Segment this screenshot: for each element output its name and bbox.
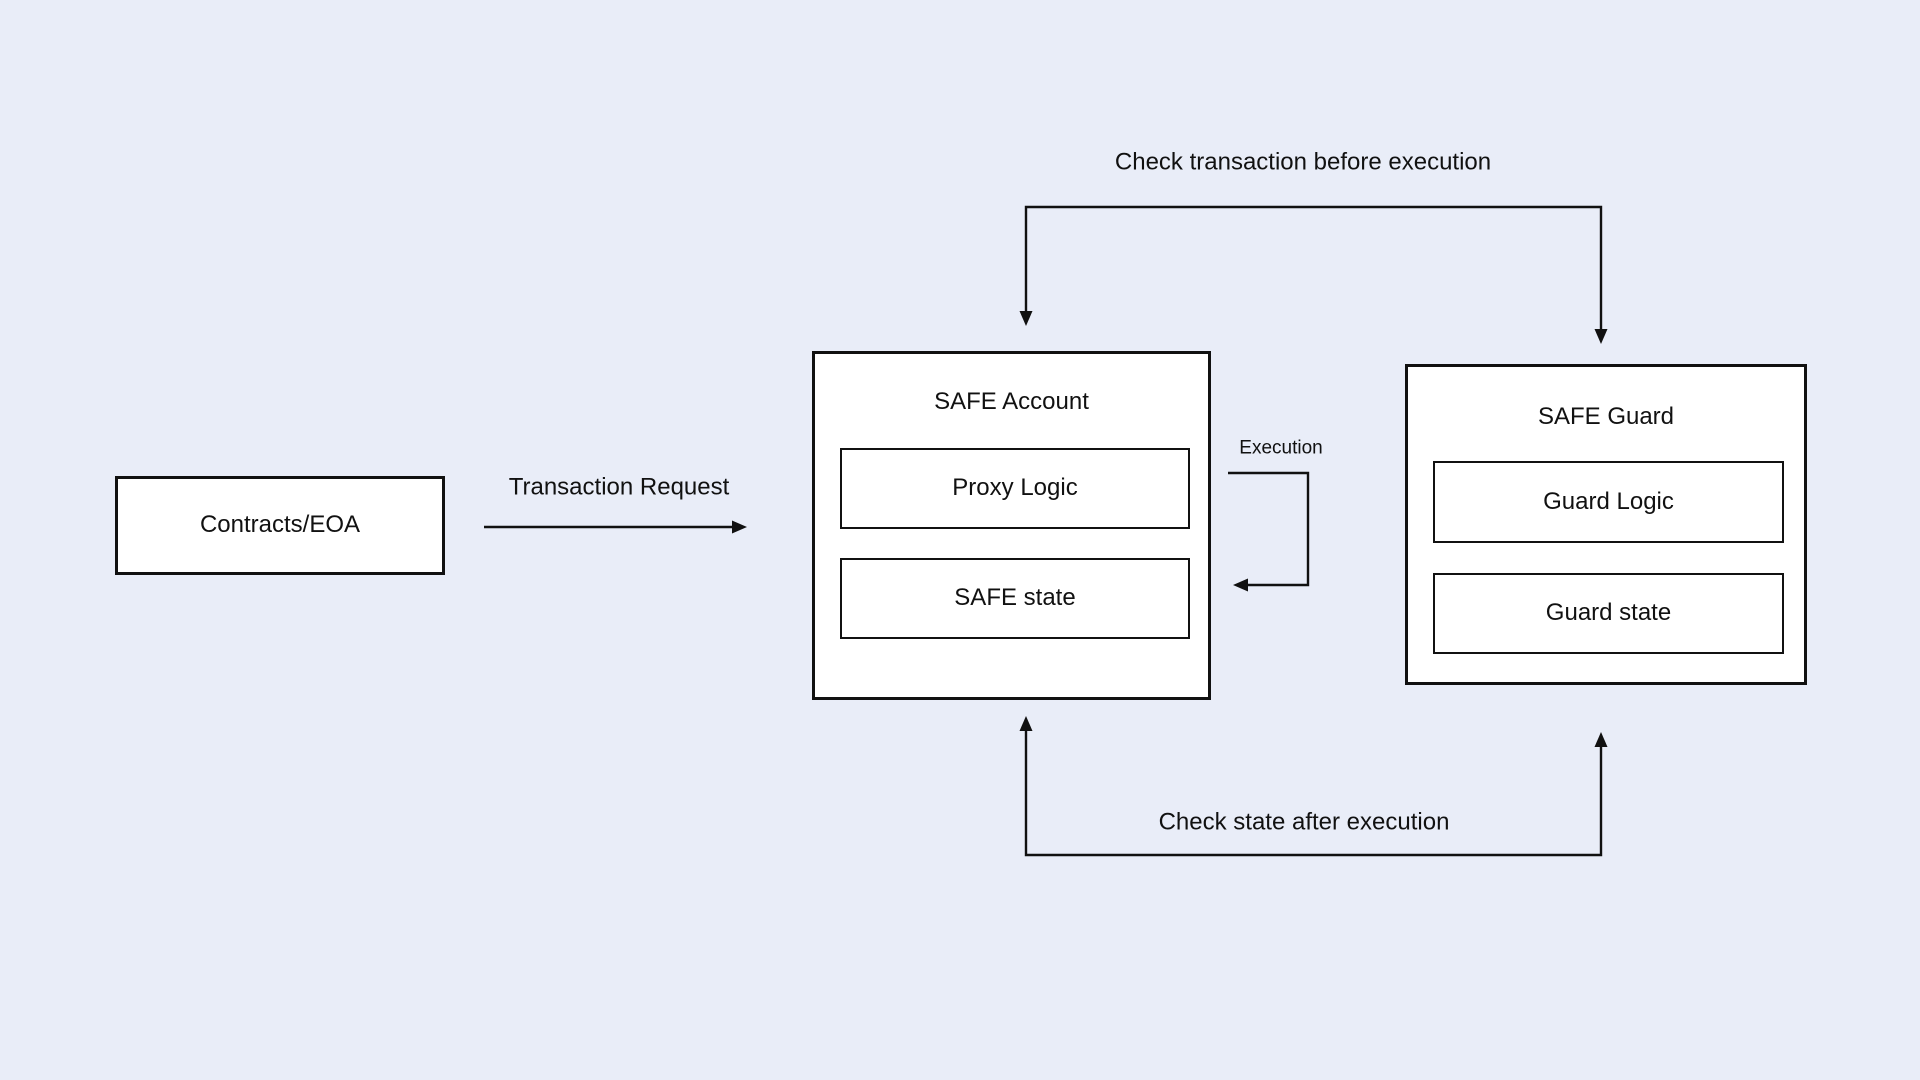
node-guard-logic-label: Guard Logic — [1543, 487, 1674, 515]
execution-label: Execution — [1239, 437, 1323, 459]
node-contracts-eoa-label: Contracts/EOA — [199, 511, 361, 539]
node-safe-guard-title: SAFE Guard — [1537, 403, 1675, 430]
node-safe-guard: SAFE Guard Guard Logic Guard state — [1405, 364, 1807, 685]
arrowhead-down-icon — [1594, 329, 1608, 344]
node-safe-account-title: SAFE Account — [934, 388, 1089, 415]
execution-connector — [1228, 471, 1310, 592]
arrowhead-left-icon — [1233, 578, 1248, 592]
node-proxy-logic: Proxy Logic — [840, 448, 1190, 529]
arrowhead-right-icon — [732, 520, 747, 534]
node-safe-state: SAFE state — [840, 558, 1190, 639]
node-guard-state: Guard state — [1433, 573, 1784, 654]
node-guard-logic: Guard Logic — [1433, 461, 1784, 543]
transaction-request-arrow — [484, 520, 747, 534]
node-proxy-logic-label: Proxy Logic — [952, 474, 1078, 502]
node-safe-state-label: SAFE state — [954, 584, 1076, 612]
check-after-label: Check state after execution — [1158, 808, 1450, 836]
transaction-request-label: Transaction Request — [508, 473, 730, 501]
arrowhead-up-icon — [1594, 732, 1608, 747]
arrowhead-up-icon — [1019, 716, 1033, 731]
check-before-label: Check transaction before execution — [1114, 148, 1492, 176]
check-before-connector — [1019, 205, 1608, 344]
node-contracts-eoa: Contracts/EOA — [115, 476, 445, 575]
node-safe-account: SAFE Account Proxy Logic SAFE state — [812, 351, 1211, 700]
arrowhead-down-icon — [1019, 311, 1033, 326]
check-after-connector — [1019, 716, 1608, 857]
node-guard-state-label: Guard state — [1545, 599, 1672, 627]
